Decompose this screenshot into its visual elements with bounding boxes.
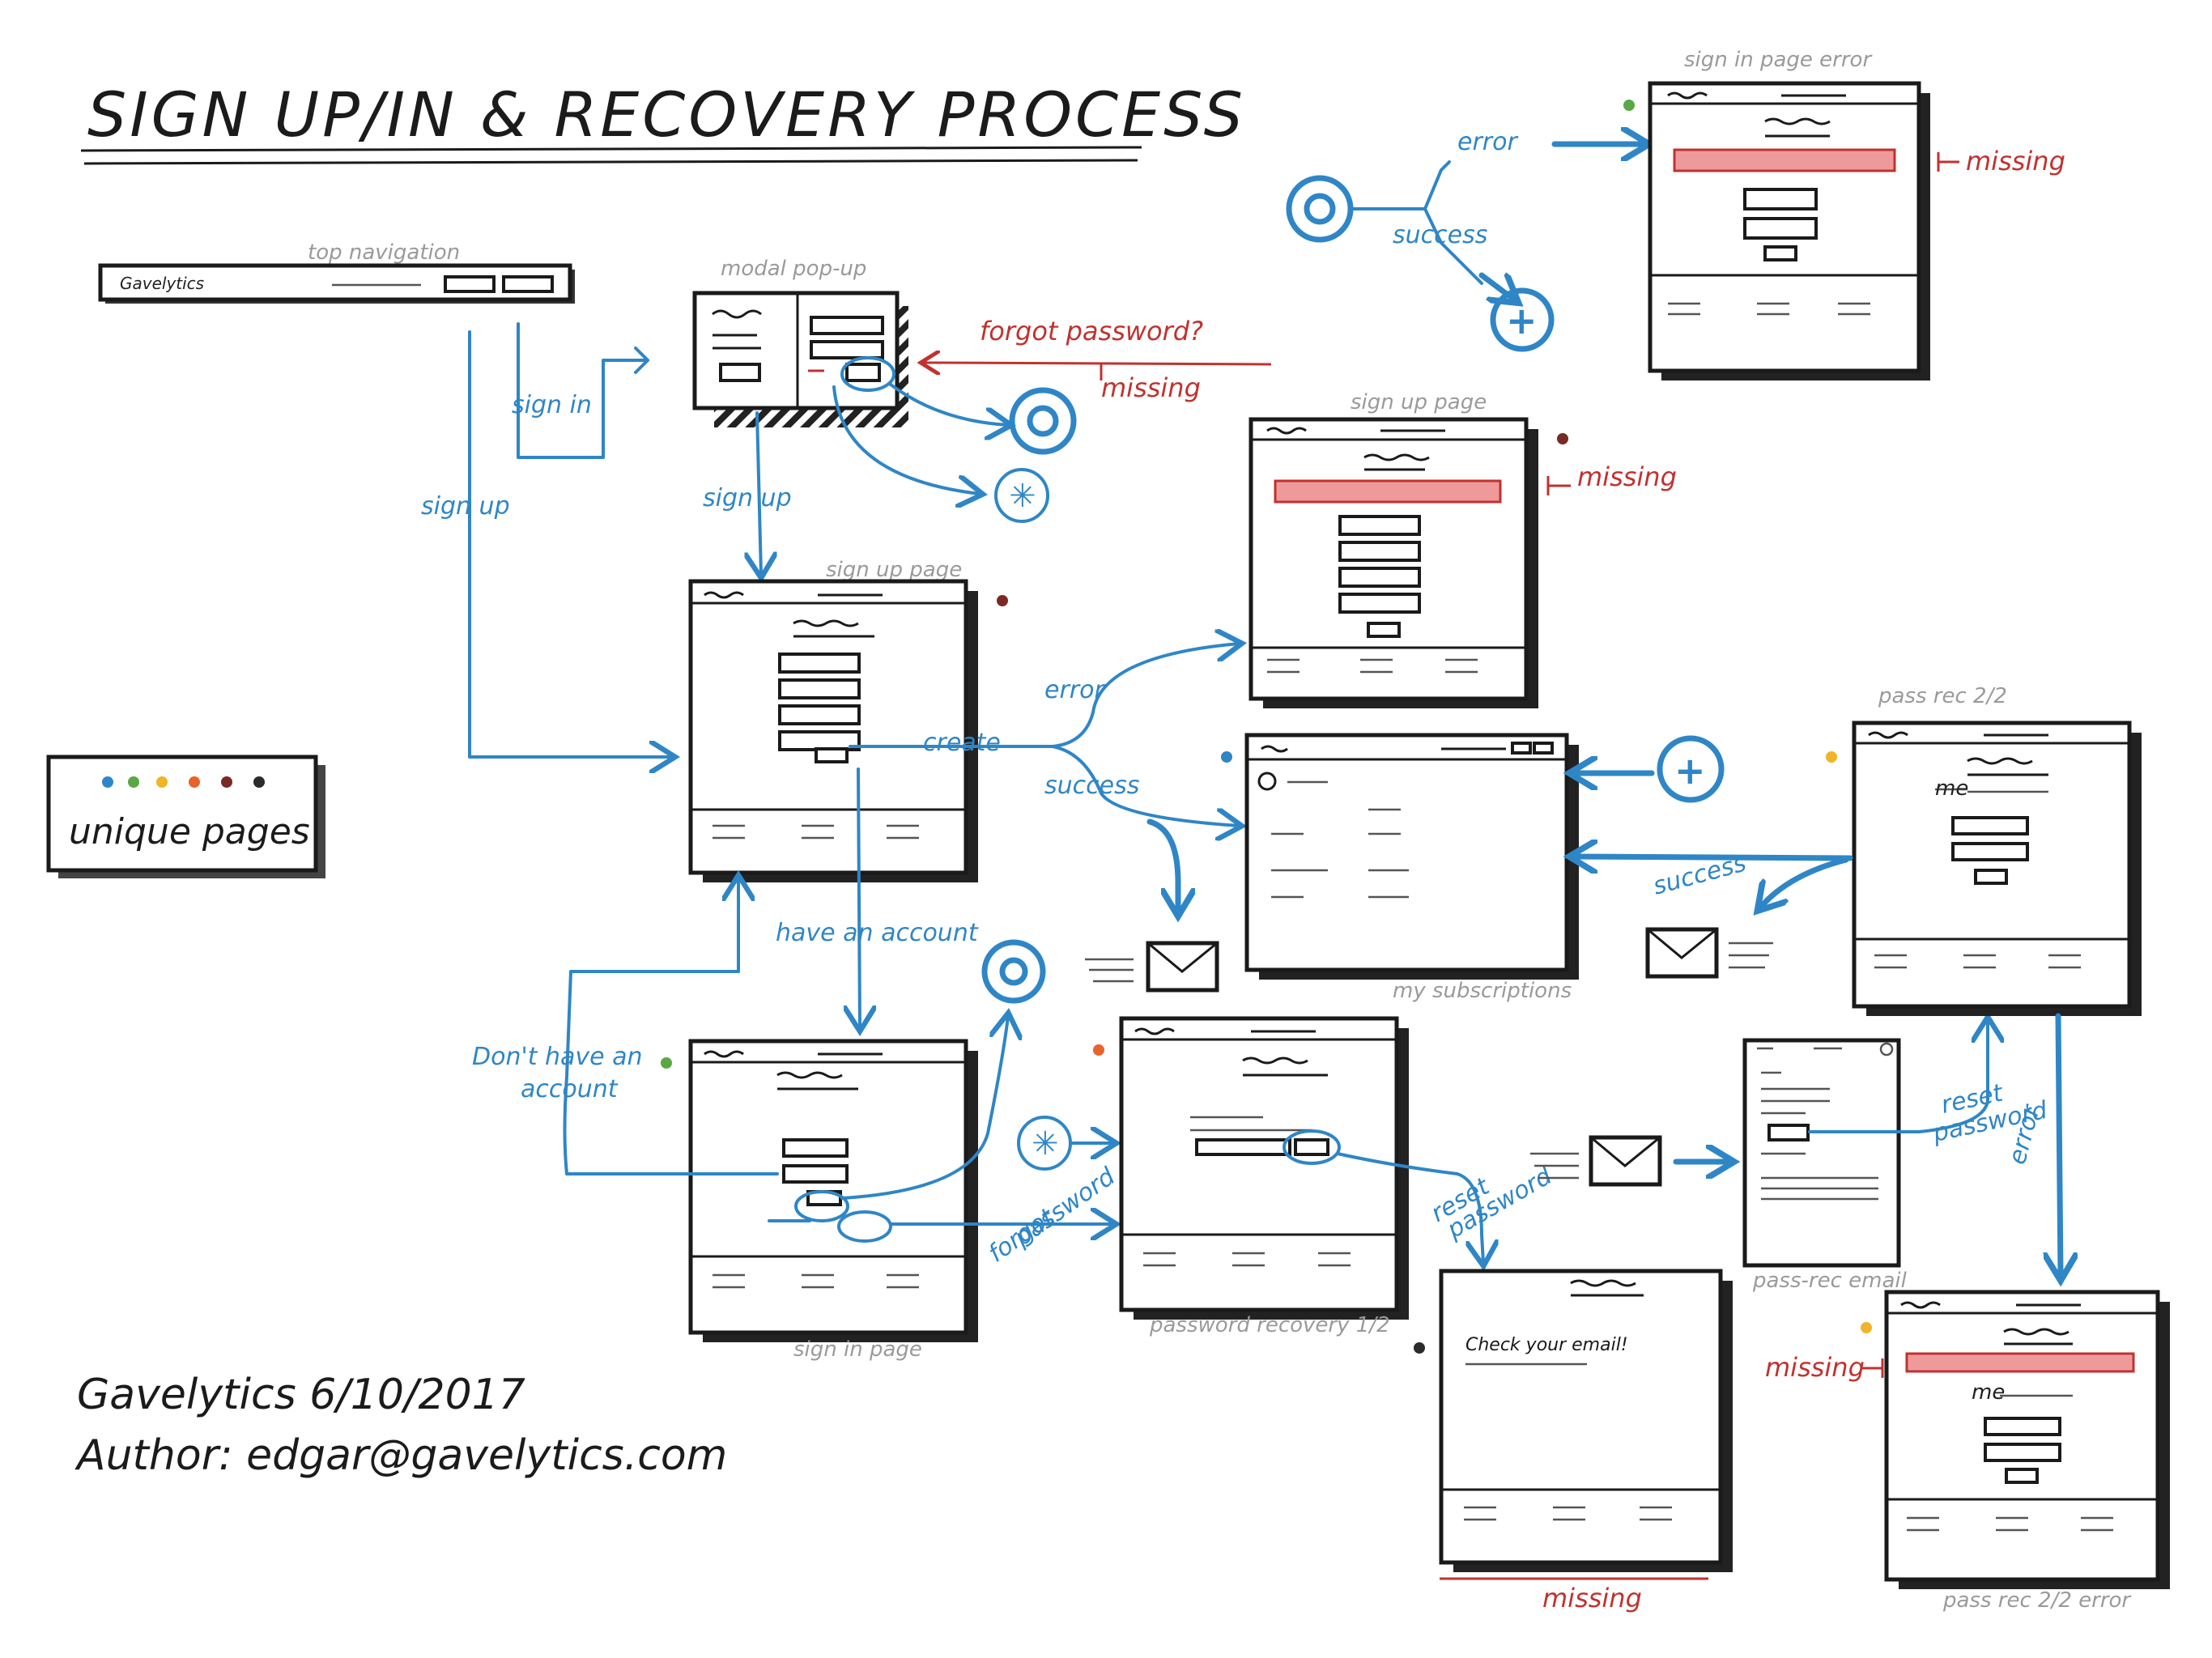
flow-dont-have-account-1: Don't have an: [472, 1043, 643, 1071]
missing-check-email-text: missing: [1542, 1583, 1642, 1613]
flow-error-mid: error: [1044, 676, 1105, 704]
top-navigation-label: top navigation: [308, 240, 460, 265]
my-subscriptions-page: my subscriptions +: [1221, 733, 1725, 1003]
missing-sign-up-error-text: missing: [1577, 461, 1677, 492]
svg-text:✳: ✳: [1009, 478, 1036, 515]
svg-text:+: +: [1506, 299, 1538, 342]
nav-brand-text: Gavelytics: [120, 274, 204, 293]
modal-popup-label: modal pop-up: [721, 257, 866, 281]
pass-rec-2-label: pass rec 2/2: [1878, 684, 2007, 708]
pass-rec-2-error-page: me pass rec 2/2 error missing: [1765, 1290, 2170, 1613]
sign-in-page-label: sign in page: [793, 1337, 922, 1362]
diagram-title: SIGN UP/IN & RECOVERY PROCESS: [87, 79, 1246, 151]
password-recovery-page: password recovery 1/2: [1093, 1016, 1409, 1337]
sign-up-flows: create error success have an account: [776, 644, 1239, 1028]
missing-sign-in-error-text: missing: [1966, 146, 2065, 176]
sign-up-page-top-label: sign up page: [1351, 390, 1487, 414]
modal-flows: sign up ✳: [703, 356, 1077, 575]
flow-dont-have-account-2: account: [521, 1075, 619, 1103]
flow-have-account: have an account: [776, 919, 979, 947]
password-recovery-label: password recovery 1/2: [1149, 1313, 1390, 1337]
legend-box: unique pages: [46, 755, 325, 878]
sign-up-error-page: sign up page missing: [1249, 390, 1677, 708]
sign-up-page: sign up page: [688, 558, 1008, 882]
pass-rec-2-error-label: pass rec 2/2 error: [1942, 1588, 2132, 1613]
sign-up-page-label: sign up page: [826, 558, 962, 582]
svg-text:me: me: [1972, 1380, 2005, 1405]
forgot-password-annotation: forgot password? missing: [923, 316, 1272, 403]
my-subscriptions-label: my subscriptions: [1393, 979, 1572, 1003]
svg-text:me: me: [1935, 776, 1968, 801]
flow-error-top: error: [1457, 128, 1518, 156]
flow-sign-in: sign in: [512, 391, 592, 419]
forgot-password-text: forgot password?: [980, 316, 1203, 346]
flow-sign-up-left: sign up: [421, 492, 510, 521]
modal-popup-sketch: modal pop-up: [692, 257, 908, 427]
flow-success-mid: success: [1044, 772, 1139, 800]
nav-flows: sign in sign up: [421, 322, 672, 757]
flow-sign-up-modal: sign up: [703, 484, 792, 512]
signature-line-2: Author: edgar@gavelytics.com: [74, 1431, 727, 1480]
check-email-text: Check your email!: [1465, 1335, 1628, 1355]
top-right-flow: error success + sign in page error missi…: [1286, 48, 2065, 380]
svg-text:✳: ✳: [1032, 1125, 1059, 1163]
signature-line-1: Gavelytics 6/10/2017: [77, 1371, 525, 1419]
author-signature: Gavelytics 6/10/2017 Author: edgar@gavel…: [74, 1371, 727, 1480]
sign-in-page-error-label: sign in page error: [1684, 48, 1873, 72]
flow-success-top: success: [1393, 221, 1487, 249]
pass-rec-email-label: pass-rec email: [1752, 1269, 1908, 1293]
flow-forgot-password-2: password: [1009, 1162, 1121, 1252]
missing-modal-text: missing: [1101, 372, 1201, 403]
flow-create: create: [923, 729, 1001, 757]
top-navigation-sketch: top navigation Gavelytics: [98, 240, 575, 304]
confirmation-email-envelope: [1085, 941, 1219, 993]
diagram-title-group: SIGN UP/IN & RECOVERY PROCESS: [80, 79, 1246, 165]
check-email-page: Check your email! missing: [1414, 1269, 1733, 1613]
pass-rec-2-page: pass rec 2/2 me: [1826, 684, 2142, 1016]
legend-text: unique pages: [69, 811, 310, 852]
sign-in-page: sign in page: [661, 1039, 978, 1362]
svg-text:+: +: [1674, 749, 1706, 793]
missing-pass-rec-error-text: missing: [1765, 1352, 1865, 1383]
